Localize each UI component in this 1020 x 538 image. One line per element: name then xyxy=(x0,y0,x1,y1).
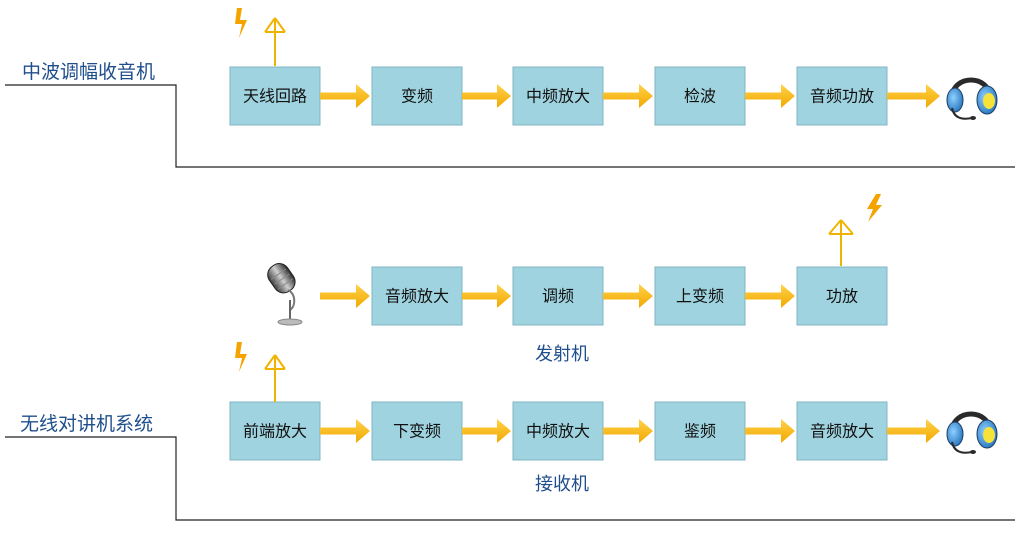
signal-arrow xyxy=(887,419,940,443)
headphones-icon xyxy=(946,77,998,120)
microphone-icon xyxy=(267,263,303,326)
block-box xyxy=(371,66,463,126)
receiver-label: 接收机 xyxy=(535,474,589,495)
block-box xyxy=(796,401,888,461)
block-box xyxy=(371,266,463,326)
block-label: 鉴频 xyxy=(684,422,716,441)
transmitter-chain: 音频放大 调频 上变频 功放 xyxy=(320,266,888,326)
receiver-chain: 前端放大 下变频 中频放大 鉴频 音频放大 xyxy=(229,401,940,461)
block-box xyxy=(654,401,746,461)
block-label: 下变频 xyxy=(393,422,441,441)
signal-arrow xyxy=(462,84,511,108)
block-box xyxy=(512,66,604,126)
block-label: 变频 xyxy=(401,87,433,106)
signal-arrow xyxy=(603,284,653,308)
walkie-talkie-title: 无线对讲机系统 xyxy=(20,413,153,435)
block-label: 调频 xyxy=(542,287,574,306)
signal-arrow xyxy=(462,419,511,443)
block-label: 音频放大 xyxy=(810,422,874,441)
block-label: 天线回路 xyxy=(243,87,307,106)
block-box xyxy=(229,66,321,126)
block: 音频放大 xyxy=(796,401,888,461)
antenna-icon xyxy=(264,17,286,66)
antenna-icon xyxy=(828,219,854,266)
block-box xyxy=(654,66,746,126)
headphones-icon xyxy=(946,411,998,454)
block-box xyxy=(371,401,463,461)
block: 音频放大 xyxy=(371,266,463,326)
block-label: 中频放大 xyxy=(526,422,590,441)
block-label: 前端放大 xyxy=(243,422,307,441)
block-label: 上变频 xyxy=(676,287,724,306)
block-box xyxy=(796,266,888,326)
block: 前端放大 xyxy=(229,401,321,461)
signal-arrow xyxy=(887,84,940,108)
signal-arrow xyxy=(320,84,370,108)
block-label: 检波 xyxy=(684,87,716,106)
block: 变频 xyxy=(371,66,463,126)
block: 上变频 xyxy=(654,266,746,326)
signal-arrow xyxy=(603,84,653,108)
signal-arrow xyxy=(745,284,795,308)
transmitter-label: 发射机 xyxy=(535,344,589,365)
block: 功放 xyxy=(796,266,888,326)
block-label: 音频功放 xyxy=(810,87,874,106)
signal-arrow xyxy=(320,284,370,308)
block-box xyxy=(512,266,604,326)
signal-arrow xyxy=(320,419,370,443)
block: 中频放大 xyxy=(512,66,604,126)
block: 鉴频 xyxy=(654,401,746,461)
am-radio-frame xyxy=(5,84,1015,168)
block: 下变频 xyxy=(371,401,463,461)
signal-arrow xyxy=(745,419,795,443)
block: 调频 xyxy=(512,266,604,326)
signal-arrow xyxy=(603,419,653,443)
block-label: 中频放大 xyxy=(526,87,590,106)
block-label: 音频放大 xyxy=(385,287,449,306)
block-box xyxy=(512,401,604,461)
block: 音频功放 xyxy=(796,66,888,126)
block: 天线回路 xyxy=(229,66,321,126)
lightning-icon xyxy=(235,342,247,372)
signal-arrow xyxy=(462,284,511,308)
block-label: 功放 xyxy=(826,287,858,306)
am-radio-title: 中波调幅收音机 xyxy=(22,61,155,83)
block-box xyxy=(654,266,746,326)
lightning-icon xyxy=(867,194,882,222)
block: 检波 xyxy=(654,66,746,126)
am-radio-chain: 天线回路 变频 中频放大 检波 音频功放 xyxy=(229,66,940,126)
lightning-icon xyxy=(235,8,247,38)
walkie-talkie-frame xyxy=(5,436,1015,521)
block: 中频放大 xyxy=(512,401,604,461)
antenna-icon xyxy=(264,354,286,402)
signal-arrow xyxy=(745,84,795,108)
